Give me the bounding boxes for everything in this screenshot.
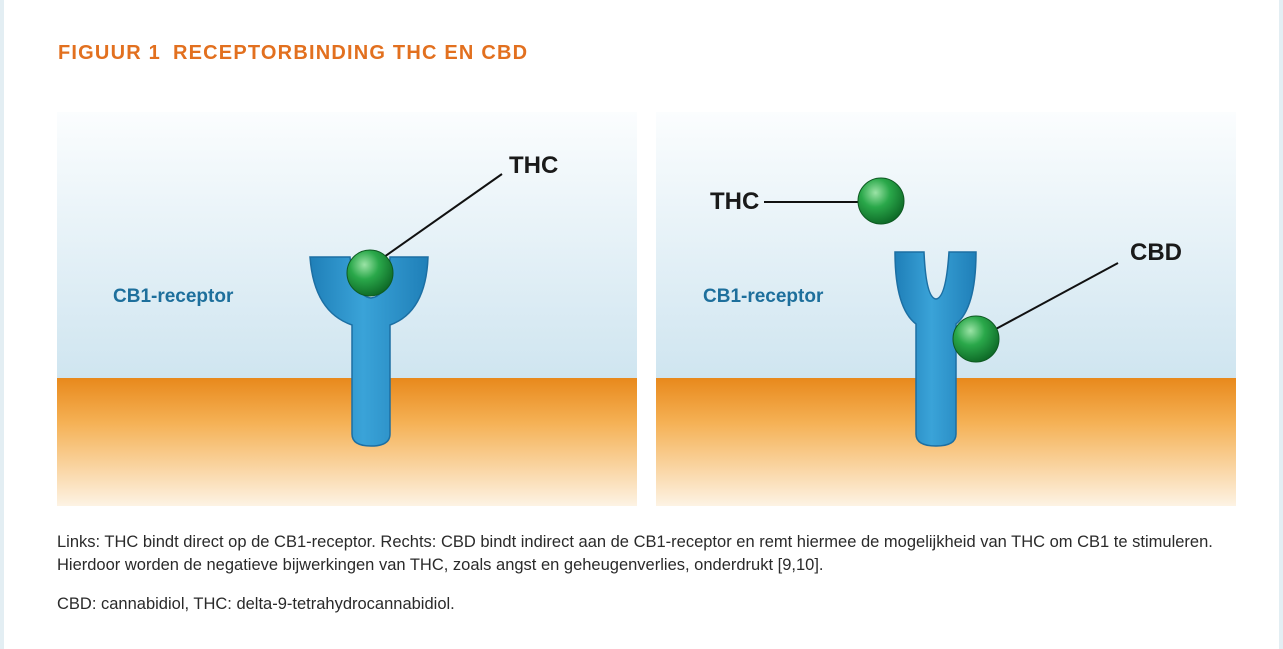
cbd-label: CBD: [1130, 239, 1182, 266]
thc-label: THC: [509, 152, 558, 179]
panel-right-indirect-binding: CB1-receptor THC CBD: [656, 112, 1236, 506]
cbd-molecule: [952, 315, 1000, 363]
figure-caption: Links: THC bindt direct op de CB1-recept…: [57, 533, 1213, 574]
page-border-right: [1279, 0, 1283, 649]
page-border-left: [0, 0, 4, 649]
figure-title: FIGUUR 1 RECEPTORBINDING THC EN CBD: [58, 42, 528, 65]
figure-number: FIGUUR 1: [58, 42, 161, 64]
cb1-receptor-shape: [894, 251, 977, 447]
figure-title-text: RECEPTORBINDING THC EN CBD: [172, 42, 529, 64]
thc-molecule: [857, 177, 905, 225]
diagram-right: CB1-receptor THC CBD: [656, 112, 1236, 506]
cell-membrane: [57, 378, 637, 506]
extracellular-space: [57, 112, 637, 378]
receptor-label: CB1-receptor: [113, 286, 234, 307]
cbd-pointer-line: [993, 262, 1119, 331]
thc-molecule: [346, 249, 394, 297]
panel-left-direct-binding: CB1-receptor THC: [57, 112, 637, 506]
thc-label: THC: [710, 188, 759, 215]
receptor-label: CB1-receptor: [703, 286, 824, 307]
cb1-receptor-shape: [309, 256, 429, 447]
abbreviation-note: CBD: cannabidiol, THC: delta-9-tetrahydr…: [57, 595, 455, 613]
diagram-left: CB1-receptor THC: [57, 112, 637, 506]
thc-pointer-line: [383, 173, 503, 258]
